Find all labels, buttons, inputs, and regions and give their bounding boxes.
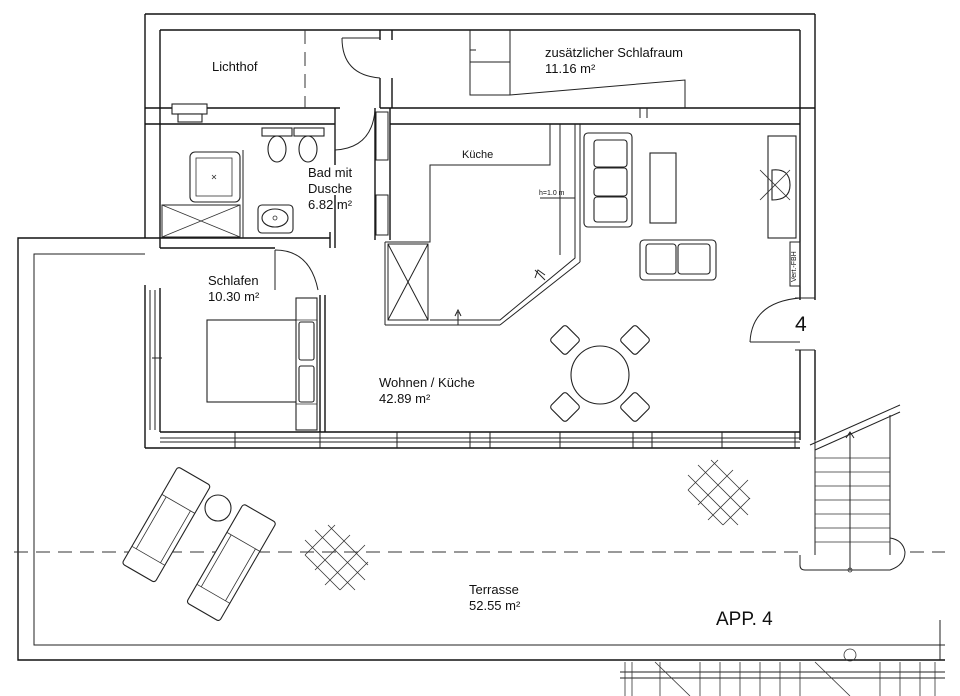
apartment-label: APP. 4	[716, 609, 773, 630]
railing	[620, 648, 945, 696]
terrace-furniture	[122, 459, 751, 621]
label-wohnen-name: Wohnen / Küche	[379, 375, 475, 390]
bathroom-fixtures	[161, 103, 325, 238]
label-schlafen-name: Schlafen	[208, 273, 259, 288]
label-terrasse-name: Terrasse	[469, 582, 519, 597]
room-labels: Lichthof zusätzlicher Schlafraum 11.16 m…	[208, 45, 807, 630]
terrace-outline	[14, 237, 945, 661]
label-bad-area: 6.82 m²	[308, 197, 353, 212]
label-schlafen-area: 10.30 m²	[208, 289, 260, 304]
label-vert-fbh: Vert.-FBH	[791, 251, 798, 282]
shower-tray	[189, 151, 241, 203]
label-schlafraum-area: 11.16 m²	[545, 61, 596, 76]
sunbed-left	[122, 467, 211, 583]
label-lichthof: Lichthof	[212, 59, 258, 74]
sink	[261, 208, 289, 228]
entrance-number: 4	[795, 313, 807, 336]
outer-walls	[144, 13, 816, 449]
plant-right	[687, 459, 751, 526]
bidet	[298, 135, 318, 163]
living-furniture	[550, 132, 801, 422]
exterior-stairs	[799, 404, 906, 573]
label-terrasse-area: 52.55 m²	[469, 598, 521, 613]
toilet	[267, 135, 287, 163]
interior-walls	[145, 30, 815, 432]
label-kueche: Küche	[462, 149, 493, 161]
side-table	[204, 494, 232, 522]
label-wohnen-area: 42.89 m²	[379, 391, 431, 406]
bedroom-furniture	[206, 297, 318, 431]
label-bad-name-2: Dusche	[308, 181, 352, 196]
dining-table	[570, 345, 630, 405]
coffee-table	[649, 152, 677, 224]
doors	[274, 37, 815, 351]
facade-windows	[149, 290, 800, 448]
label-bad-name-1: Bad mit	[308, 165, 352, 180]
sunbed-right	[186, 504, 276, 621]
label-counter-height: h=1.0 m	[539, 190, 565, 197]
plant-left	[304, 524, 369, 591]
label-schlafraum-name: zusätzlicher Schlafraum	[545, 45, 683, 60]
